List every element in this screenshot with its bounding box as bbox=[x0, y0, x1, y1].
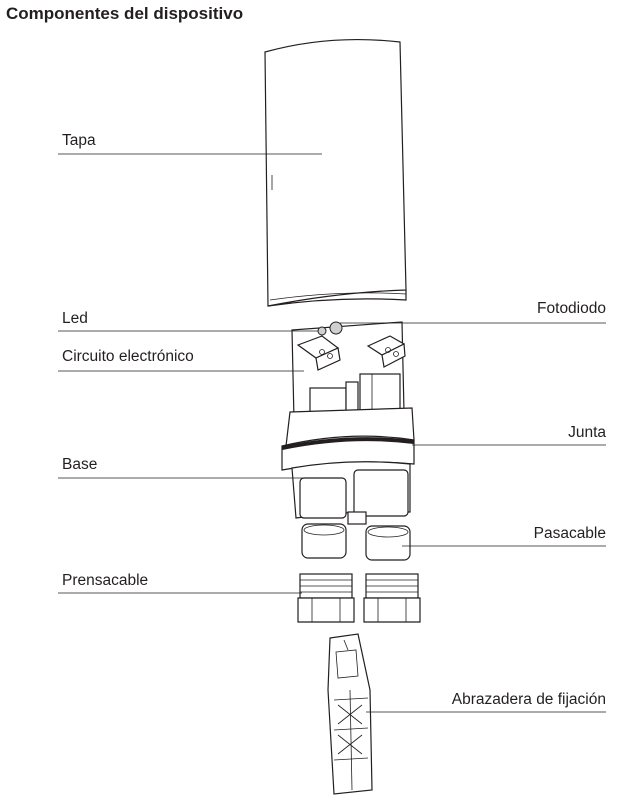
label-circuito: Circuito electrónico bbox=[62, 348, 194, 365]
label-base: Base bbox=[62, 456, 98, 473]
label-abrazadera: Abrazadera de fijación bbox=[451, 691, 606, 708]
terminal-block-right bbox=[366, 335, 406, 368]
label-fotodiodo: Fotodiodo bbox=[537, 300, 606, 317]
cable-gland-nut-right bbox=[363, 573, 421, 623]
cover-part bbox=[264, 38, 407, 307]
cable-gland-sleeves bbox=[301, 523, 411, 561]
gasket-ring bbox=[281, 437, 415, 450]
photodiode-component bbox=[329, 321, 343, 335]
label-junta: Junta bbox=[568, 424, 606, 441]
label-pasacable: Pasacable bbox=[533, 525, 606, 542]
label-prensacable: Prensacable bbox=[62, 572, 149, 589]
cable-gland-nut-left bbox=[297, 573, 355, 623]
led-component bbox=[317, 326, 327, 336]
mounting-clamp-part bbox=[327, 633, 373, 795]
base-part bbox=[281, 407, 415, 525]
terminal-block-left bbox=[296, 335, 341, 371]
page-title: Componentes del dispositivo bbox=[6, 4, 244, 23]
label-tapa: Tapa bbox=[62, 132, 96, 149]
label-led: Led bbox=[62, 310, 88, 327]
